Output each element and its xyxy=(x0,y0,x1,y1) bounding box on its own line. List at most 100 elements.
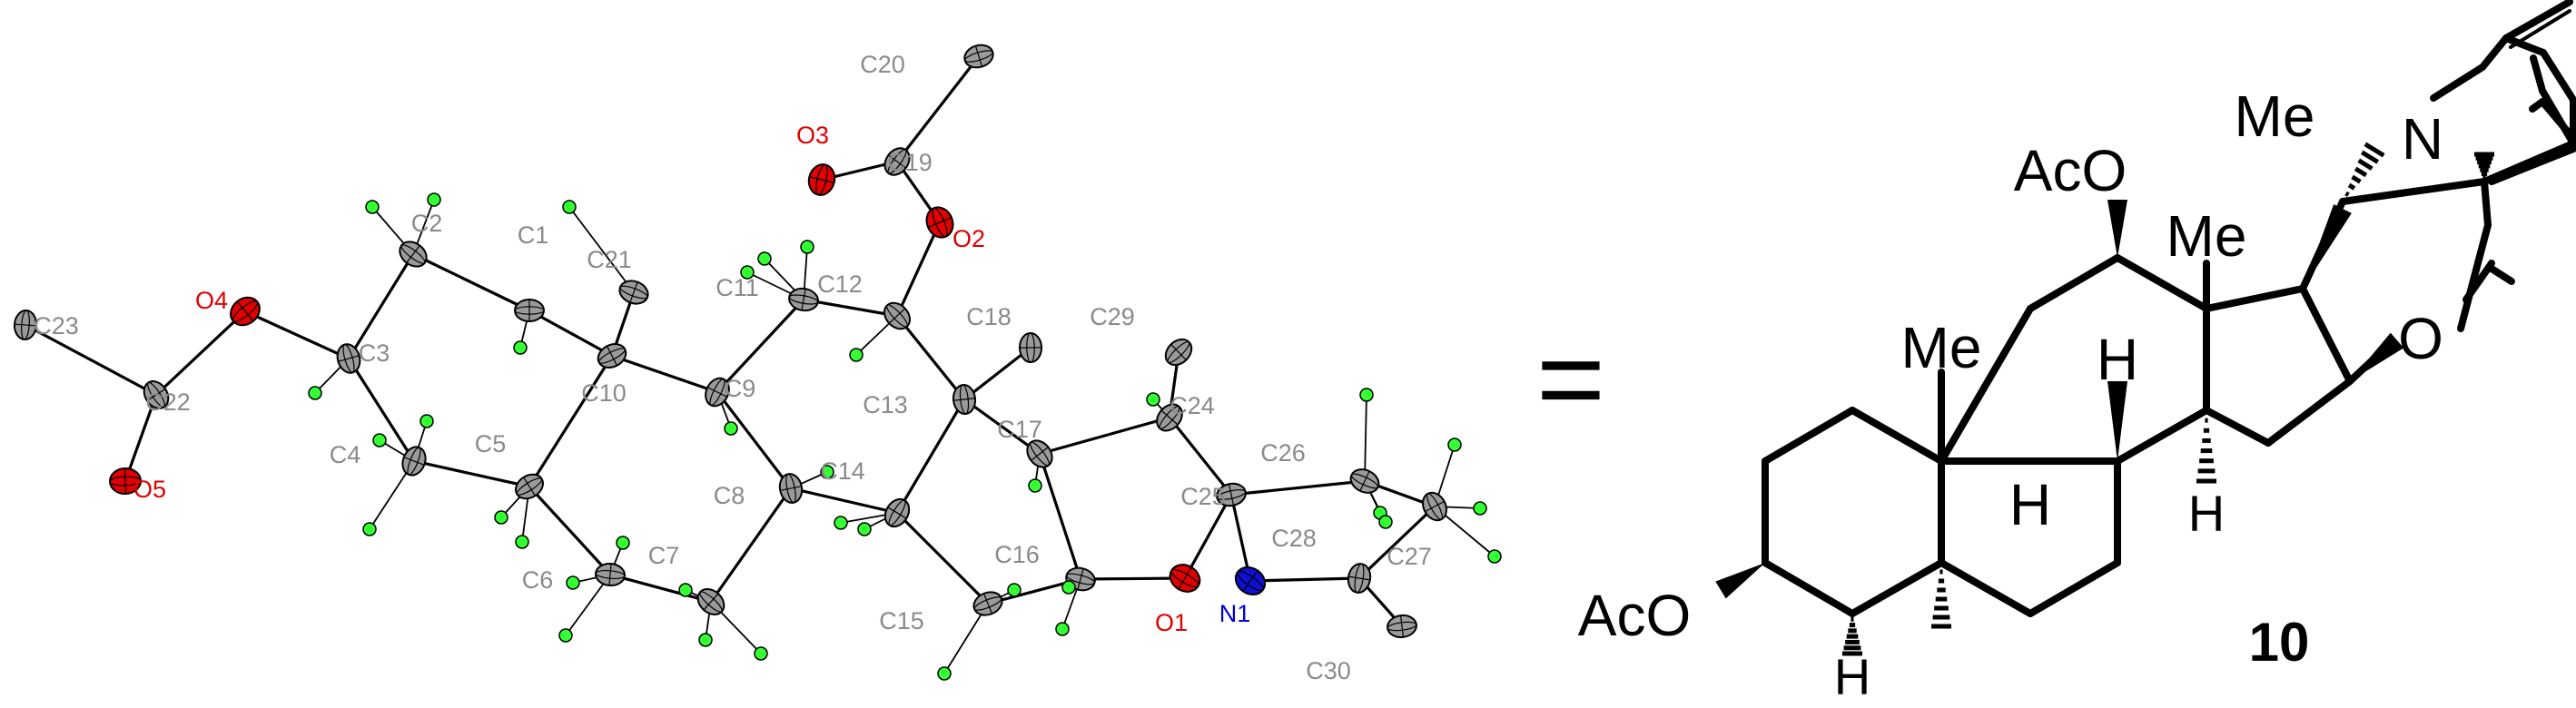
label-oxygen: O xyxy=(2398,306,2443,371)
ortep-atom-c28 xyxy=(1347,563,1372,594)
ortep-label-o3: O3 xyxy=(796,122,829,149)
ortep-label-c22: C22 xyxy=(145,388,191,416)
ortep-hydrogen-atom xyxy=(820,465,834,479)
wedge-h-c8 xyxy=(2107,381,2127,461)
ortep-label-c9: C9 xyxy=(725,375,756,402)
ortep-label-c3: C3 xyxy=(359,339,390,367)
ortep-hydrogen-atom xyxy=(834,516,848,530)
ortep-label-o1: O1 xyxy=(1155,609,1188,636)
skeletal-bond xyxy=(1849,407,1945,465)
skeletal-bond xyxy=(2027,254,2121,312)
ortep-atom-o2 xyxy=(925,206,954,239)
ortep-atom-c14 xyxy=(883,497,911,528)
skeletal-bond xyxy=(2529,98,2546,113)
ortep-hydrogen-atom xyxy=(698,633,713,647)
ortep-atom-c13 xyxy=(952,384,977,415)
ortep-bond-C10-C1 xyxy=(528,309,613,358)
ortep-hydrogen-atom xyxy=(1447,438,1462,452)
ortep-bond-N1-C28 xyxy=(1249,576,1360,583)
ortep-atom-c30 xyxy=(1387,614,1417,639)
ortep-atom-c1 xyxy=(514,299,545,322)
ortep-hydrogen-atom xyxy=(740,265,755,280)
hashed-me-c20 xyxy=(2344,142,2385,197)
skeletal-bond xyxy=(2509,9,2571,49)
ortep-atom-c19 xyxy=(883,147,911,176)
ortep-hydrogen-atom xyxy=(1055,622,1070,636)
hashed-spiro-n xyxy=(2474,152,2494,181)
ortep-bond-C12-C13 xyxy=(895,314,966,401)
ortep-label-c2: C2 xyxy=(411,210,443,237)
ortep-bond-C26-C25 xyxy=(1230,479,1366,497)
ortep-hydrogen-atom xyxy=(308,386,322,400)
hashed-h-c14 xyxy=(2196,418,2216,484)
ortep-bond-C17-C24 xyxy=(1039,416,1170,456)
ortep-atom-c11 xyxy=(788,287,819,312)
skeletal-bond xyxy=(2203,285,2306,312)
skeletal-bond xyxy=(2502,0,2573,42)
ortep-label-c20: C20 xyxy=(860,51,905,78)
ortep-hydrogen-atom xyxy=(1146,392,1160,407)
skeletal-bond xyxy=(1849,559,1945,617)
skeletal-bond xyxy=(2479,34,2510,71)
skeletal-bond xyxy=(1938,559,2034,617)
ortep-bond-C22-C23 xyxy=(25,323,157,397)
ortep-hydrogen-atom xyxy=(849,348,864,362)
ortep-h-bond xyxy=(568,206,635,293)
skeletal-bond xyxy=(2339,178,2488,205)
ortep-hydrogen-atom xyxy=(1028,478,1042,493)
skeletal-bond xyxy=(1762,559,1856,617)
ortep-label-c26: C26 xyxy=(1260,439,1306,467)
skeletal-bond xyxy=(2430,64,2486,102)
ortep-label-c13: C13 xyxy=(863,391,908,418)
equals-sign: = xyxy=(1536,312,1605,445)
ortep-bond-C7-C8 xyxy=(709,487,793,603)
label-acetoxy-top: AcO xyxy=(2014,138,2127,203)
ortep-label-c8: C8 xyxy=(714,482,745,509)
ortep-atom-c18 xyxy=(1018,332,1043,363)
ortep-hydrogen-atom xyxy=(800,240,814,254)
ortep-hydrogen-atom xyxy=(566,575,580,590)
ortep-label-c15: C15 xyxy=(879,607,924,634)
ortep-bond-C14-C8 xyxy=(790,487,898,515)
ortep-bond-C12-O2 xyxy=(895,221,942,317)
ortep-bond-C25-O1 xyxy=(1183,494,1233,579)
ortep-atom-c6 xyxy=(595,562,626,587)
ortep-atom-c16 xyxy=(1065,566,1096,592)
skeletal-bond xyxy=(2488,265,2515,285)
ortep-hydrogen-atom xyxy=(1061,580,1076,595)
ortep-bond-C8-C9 xyxy=(716,391,793,489)
ortep-bond-C22-O5 xyxy=(123,394,158,482)
ortep-atom-c24 xyxy=(1156,403,1183,432)
ortep-atom-c21 xyxy=(618,280,649,305)
ortep-bond-C2-C3 xyxy=(347,253,415,359)
ortep-bond-C24-C25 xyxy=(1168,417,1233,496)
ortep-label-c28: C28 xyxy=(1271,525,1317,552)
ortep-hydrogen-atom xyxy=(365,200,380,214)
ortep-hydrogen-atom xyxy=(558,628,573,643)
ortep-hydrogen-atom xyxy=(724,421,738,436)
skeletal-bond xyxy=(2488,145,2576,185)
ortep-hydrogen-atom xyxy=(427,192,441,207)
ortep-label-c19: C19 xyxy=(887,149,933,176)
hashed-h-c9 xyxy=(1931,569,1951,629)
skeletal-bond xyxy=(2265,378,2354,447)
ortep-label-o5: O5 xyxy=(133,476,166,503)
label-methyl-c10: Me xyxy=(1901,315,1982,380)
ortep-atom-n1 xyxy=(1234,565,1267,596)
ortep-hydrogen-atom xyxy=(515,535,529,549)
wedge-c16-o xyxy=(2350,332,2404,381)
ortep-hydrogen-atom xyxy=(419,414,434,428)
skeletal-bond xyxy=(2539,87,2576,147)
ortep-hydrogen-atom xyxy=(372,433,387,447)
ortep-label-o2: O2 xyxy=(952,225,985,252)
skeletal-bond xyxy=(2114,254,2210,312)
ortep-hydrogen-atom xyxy=(678,583,693,597)
ortep-atom-c22 xyxy=(143,380,170,409)
ortep-atom-c7 xyxy=(696,588,725,615)
ortep-atom-c17 xyxy=(1026,439,1053,468)
ortep-label-c29: C29 xyxy=(1090,303,1135,330)
ortep-atom-c10 xyxy=(597,343,627,369)
ortep-label-c24: C24 xyxy=(1170,392,1215,419)
